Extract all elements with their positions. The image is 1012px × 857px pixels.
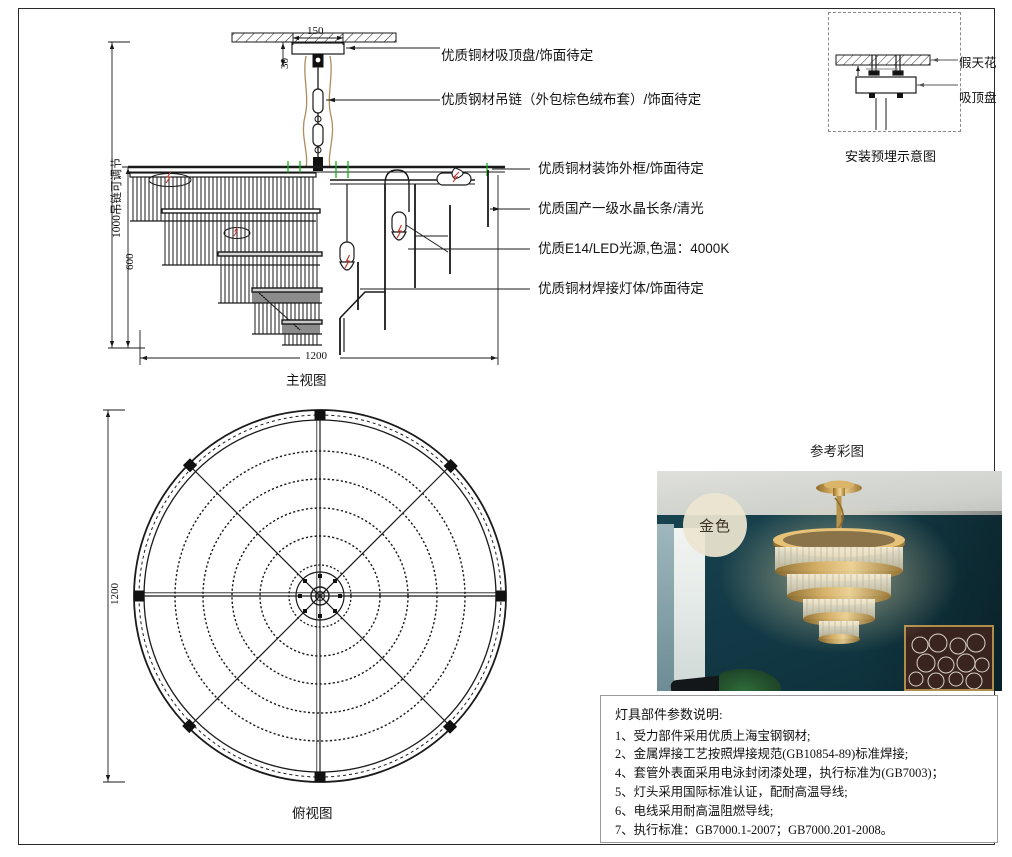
dim-plate-width	[292, 33, 344, 45]
crystal-tier-1	[129, 172, 317, 222]
color-badge: 金色	[683, 493, 747, 557]
crystal-tiers	[129, 172, 323, 346]
dim-body-height	[122, 166, 145, 349]
dim-plan-diameter	[103, 409, 125, 783]
lamp-body-schematic	[330, 167, 489, 355]
top-view-drawing	[95, 400, 545, 820]
install-detail-drawing	[828, 12, 1008, 142]
note-item: 7、执行标准：GB7000.1-2007；GB7000.201-2008。	[615, 822, 894, 837]
callout-crystal-bar: 优质国产一级水晶长条/清光	[538, 201, 704, 216]
callout-welded-body: 优质铜材焊接灯体/饰面待定	[538, 281, 704, 296]
drawing-page-border	[18, 8, 995, 845]
reference-photo: 金色	[657, 471, 1002, 691]
parameter-notes-box: 灯具部件参数说明: 1、受力部件采用优质上海宝钢钢材; 2、金属焊接工艺按照焊接…	[600, 695, 998, 843]
decorative-outer-frame	[128, 161, 505, 178]
plan-hub-fixings	[298, 574, 342, 618]
reference-photo-title: 参考彩图	[810, 444, 864, 459]
dim-text-plate-drop: 30	[279, 58, 291, 69]
callout-light-source: 优质E14/LED光源,色温：4000K	[538, 241, 730, 256]
dim-text-plate-width: 150	[307, 25, 324, 37]
plan-brackets	[133, 409, 507, 783]
callout-leader-lines	[326, 45, 530, 290]
dim-text-chain-adjustable: 1000吊链可调节	[111, 157, 123, 239]
photo-curtain	[657, 523, 675, 691]
dim-text-body-height: 600	[124, 253, 136, 271]
callout-hanging-chain: 优质钢材吊链（外包棕色绒布套）/饰面待定	[441, 92, 702, 107]
embedded-rods	[856, 55, 904, 76]
crystal-tier-3	[217, 251, 323, 304]
note-item: 5、灯头采用国际标准认证，配耐高温导线;	[615, 785, 848, 800]
dim-text-overall-width: 1200	[305, 350, 327, 362]
hanging-chain	[302, 55, 334, 171]
callout-ceiling-plate: 优质铜材吸顶盘/饰面待定	[441, 48, 594, 63]
install-label-ceiling-plate: 吸顶盘	[959, 91, 997, 105]
top-view-title: 俯视图	[292, 806, 333, 821]
photo-plant	[719, 669, 782, 691]
install-leaders	[916, 58, 958, 87]
crystal-tier-4	[251, 287, 323, 335]
callout-decorative-frame: 优质铜材装饰外框/饰面待定	[538, 161, 704, 176]
note-item: 2、金属焊接工艺按照焊接规范(GB10854-89)标准焊接;	[615, 747, 909, 762]
install-label-false-ceiling: 假天花	[959, 56, 997, 70]
note-item: 4、套管外表面采用电泳封闭漆处理，执行标准为(GB7003)；	[615, 766, 945, 781]
note-item: 1、受力部件采用优质上海宝钢钢材;	[615, 728, 811, 743]
photo-wall-art	[904, 625, 994, 691]
dim-chain-length	[108, 41, 130, 349]
dim-text-plan-diameter: 1200	[109, 583, 121, 605]
notes-title: 灯具部件参数说明:	[615, 707, 723, 722]
plan-spokes	[134, 410, 506, 782]
front-view-drawing	[0, 0, 600, 400]
photo-chandelier	[719, 480, 959, 654]
false-ceiling	[835, 54, 931, 66]
lamp-holder-symbols	[148, 171, 251, 239]
front-view-title: 主视图	[286, 373, 327, 388]
install-ceiling-plate	[855, 76, 917, 130]
ceiling-plate	[291, 42, 345, 68]
crystal-tier-5	[281, 319, 323, 346]
dim-plate-drop	[280, 42, 286, 67]
ceiling-band	[231, 32, 397, 43]
install-detail-title: 安装预埋示意图	[845, 149, 937, 164]
dim-overall-width	[139, 175, 499, 365]
note-item: 6、电线采用耐高温阻燃导线;	[615, 803, 774, 818]
